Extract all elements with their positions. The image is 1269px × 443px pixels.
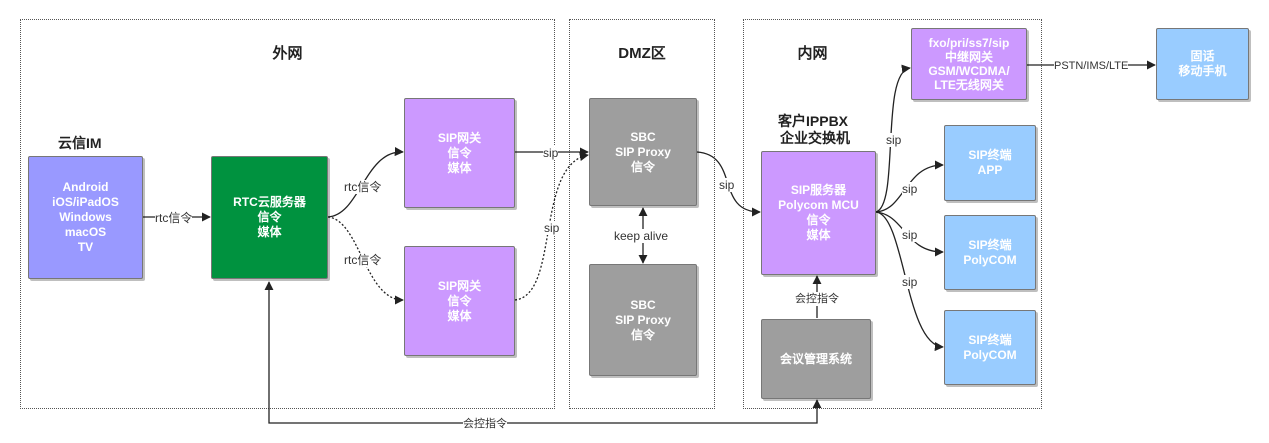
edge-label-control: 会控指令 (795, 292, 839, 306)
zone-internal-title: 内网 (797, 45, 828, 62)
edge-label-sip-polycom: sip (902, 228, 918, 242)
edge-label-sip: sip (719, 178, 735, 192)
node-trunk-gateway[interactable]: fxo/pri/ss7/sip 中继网关 GSM/WCDMA/ LTE无线网关 (911, 28, 1027, 100)
node-sbc-top-line: SBC (630, 129, 656, 144)
node-terminal-app-line: APP (977, 163, 1003, 177)
node-clients-line: macOS (64, 225, 107, 239)
node-clients-line: Windows (59, 210, 112, 224)
node-sip-server[interactable]: SIP服务器 Polycom MCU 信令 媒体 (761, 151, 876, 275)
node-trunk-gateway-line: 中继网关 (944, 50, 993, 64)
node-clients-line: iOS/iPadOS (52, 195, 119, 209)
edge-label-rtc-signal: rtc信令 (344, 253, 382, 267)
node-sbc-top-line: SIP Proxy (615, 144, 671, 159)
node-sbc-bottom-line: 信令 (630, 327, 655, 342)
node-trunk-gateway-line: GSM/WCDMA/ (928, 64, 1010, 78)
node-sbc-bottom[interactable]: SBC SIP Proxy 信令 (589, 264, 697, 376)
node-clients-line: TV (77, 240, 94, 254)
edge-label-sip-polycom: sip (902, 275, 918, 289)
im-heading: 云信IM (58, 135, 102, 151)
edge-label-keep-alive: keep alive (614, 229, 669, 243)
zone-external-title: 外网 (272, 45, 303, 62)
node-clients-line: Android (62, 180, 109, 194)
node-rtc-line: RTC云服务器 (233, 195, 306, 209)
node-meeting-management-line: 会议管理系统 (779, 351, 852, 366)
node-terminal-polycom-1-line: PolyCOM (963, 252, 1017, 267)
node-terminal-polycom-1-line: SIP终端 (968, 237, 1012, 252)
node-sip-gateway-top-line: 信令 (447, 145, 472, 160)
ippbx-heading-line1: 客户IPPBX (778, 113, 849, 129)
node-terminal-app[interactable]: SIP终端 APP (944, 125, 1036, 201)
node-sip-gateway-top[interactable]: SIP网关 信令 媒体 (404, 98, 515, 208)
edge-control-loop (264, 281, 822, 424)
zone-dmz: DMZ区 (569, 19, 715, 409)
node-rtc-line: 信令 (257, 210, 282, 224)
edge-label-sip-app: sip (902, 182, 918, 196)
zone-dmz-title: DMZ区 (618, 45, 666, 62)
node-sip-gateway-bottom[interactable]: SIP网关 信令 媒体 (404, 246, 515, 356)
edge-label-rtc-signal: rtc信令 (344, 180, 382, 194)
node-sip-server-line: 信令 (806, 213, 831, 227)
node-terminal-app-line: SIP终端 (968, 148, 1012, 162)
ippbx-heading-line2: 企业交换机 (780, 130, 850, 146)
node-clients[interactable]: Android iOS/iPadOS Windows macOS TV (28, 156, 143, 279)
zone-external: 外网 (20, 19, 555, 409)
node-phone[interactable]: 固话 移动手机 (1156, 28, 1249, 100)
node-terminal-polycom-2-line: PolyCOM (963, 347, 1017, 362)
node-sip-gateway-top-line: SIP网关 (437, 130, 482, 145)
node-rtc-line: 媒体 (257, 225, 282, 239)
node-rtc-server[interactable]: RTC云服务器 信令 媒体 (211, 156, 328, 279)
node-terminal-polycom-1[interactable]: SIP终端 PolyCOM (944, 215, 1036, 290)
node-sip-gateway-top-line: 媒体 (447, 160, 472, 175)
edge-label-control: 会控指令 (463, 417, 507, 431)
node-sip-server-line: 媒体 (806, 228, 831, 242)
node-phone-line: 固话 (1190, 49, 1215, 63)
node-sip-gateway-bottom-line: 媒体 (447, 308, 472, 323)
node-sbc-top-line: 信令 (630, 159, 655, 174)
node-sbc-bottom-line: SIP Proxy (615, 312, 671, 327)
node-sip-gateway-bottom-line: SIP网关 (437, 278, 482, 293)
node-sip-gateway-bottom-line: 信令 (447, 293, 472, 308)
edge-gw-bottom-sbc (514, 152, 589, 301)
node-meeting-management[interactable]: 会议管理系统 (761, 319, 871, 399)
edge-label-sip-trunk: sip (886, 133, 902, 147)
edge-label-rtc-signal: rtc信令 (155, 211, 193, 225)
node-trunk-gateway-line: fxo/pri/ss7/sip (928, 36, 1010, 50)
node-trunk-gateway-line: LTE无线网关 (934, 78, 1004, 92)
node-sip-server-line: Polycom MCU (778, 198, 859, 212)
node-terminal-polycom-2[interactable]: SIP终端 PolyCOM (944, 310, 1036, 385)
node-sbc-top[interactable]: SBC SIP Proxy 信令 (589, 98, 697, 206)
node-phone-line: 移动手机 (1178, 64, 1227, 78)
node-sip-server-line: SIP服务器 (790, 183, 847, 197)
node-sbc-bottom-line: SBC (630, 297, 656, 312)
zone-internal: 内网 (743, 19, 1042, 409)
edge-label-pstn: PSTN/IMS/LTE (1054, 59, 1129, 73)
edge-label-sip: sip (544, 221, 560, 235)
edge-label-sip: sip (543, 146, 559, 160)
node-terminal-polycom-2-line: SIP终端 (968, 332, 1012, 347)
